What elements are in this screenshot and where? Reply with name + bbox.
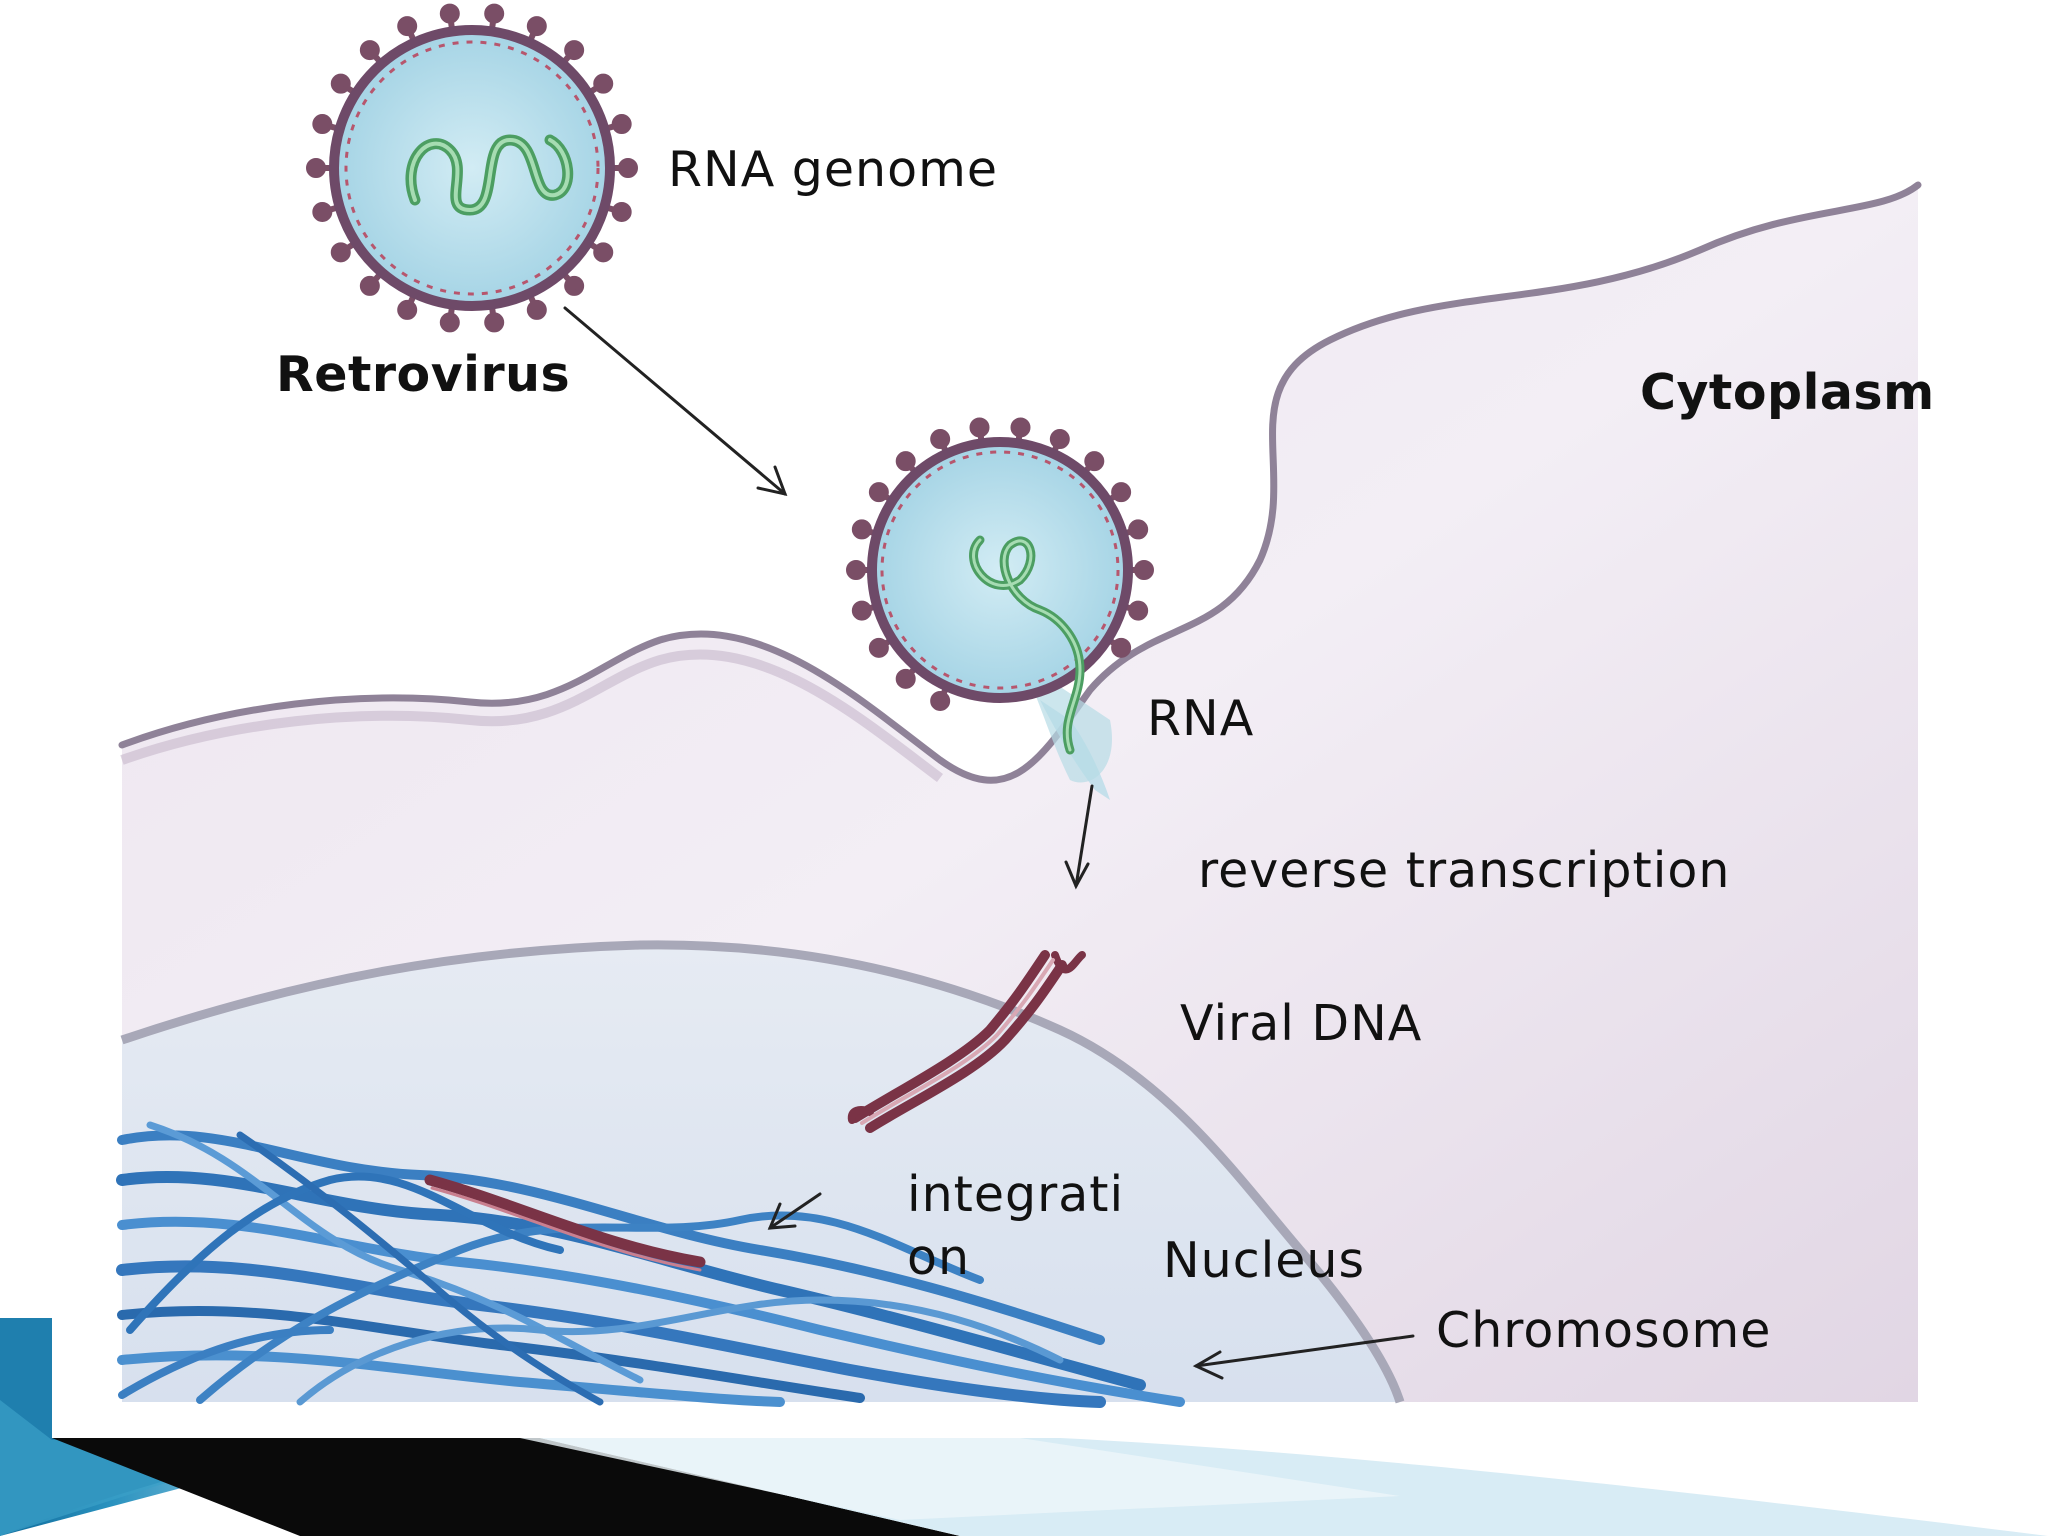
envelope-spike-head: [526, 16, 547, 37]
envelope-spike-head: [359, 275, 380, 296]
nucleus-region: [122, 944, 1400, 1402]
retrovirus-icon: [306, 3, 638, 333]
nucleus-label: Nucleus: [1163, 1232, 1365, 1289]
reverse-transcription-label: reverse transcription: [1198, 842, 1731, 899]
arrow-chromosome-icon: [1192, 1334, 1415, 1380]
arrow-entry-icon: [563, 306, 788, 497]
viral-dna-label: Viral DNA: [1180, 995, 1423, 1052]
envelope-spike-head: [330, 242, 351, 263]
integrated-viral-dna-highlight: [430, 1186, 702, 1272]
envelope-spike-head: [930, 429, 951, 450]
envelope-spike-head: [851, 519, 872, 540]
viral-dna-icon: [847, 950, 1086, 1133]
integration-label-line1: integrati: [907, 1166, 1125, 1223]
envelope-spike-head: [1111, 637, 1132, 658]
envelope-spike-head: [312, 201, 333, 222]
envelope-spike-head: [526, 299, 547, 320]
envelope-spike-head: [611, 201, 632, 222]
envelope-spike-head: [1128, 600, 1149, 621]
integrated-viral-dna: [424, 1174, 706, 1268]
envelope-spike-head: [969, 417, 990, 438]
envelope-spike-head: [312, 114, 333, 135]
envelope-spike-head: [1049, 429, 1070, 450]
envelope-spike-head: [564, 40, 585, 61]
envelope-spike-head: [306, 158, 326, 178]
envelope-spike-head: [895, 668, 916, 689]
envelope-spike-head: [397, 299, 418, 320]
envelope-spike-head: [484, 3, 505, 24]
envelope-spike-head: [1111, 482, 1132, 503]
envelope-spike-head: [895, 451, 916, 472]
envelope-spike-head: [618, 158, 638, 178]
envelope-spike-head: [439, 3, 460, 24]
envelope-spike-head: [1134, 560, 1154, 580]
envelope-spike-head: [851, 600, 872, 621]
nuclear-membrane: [120, 940, 1405, 1404]
chromosome-fibers-icon: [116, 1121, 1185, 1408]
retrovirus-entering-icon: [846, 417, 1154, 800]
cell-membrane-shadow: [120, 649, 944, 782]
cell-membrane: [118, 181, 1922, 784]
envelope-spike-head: [1010, 417, 1031, 438]
envelope-spike-head: [397, 16, 418, 37]
envelope-spike-head: [868, 637, 889, 658]
envelope-spike-head: [1128, 519, 1149, 540]
cytoplasm-label: Cytoplasm: [1640, 364, 1935, 421]
envelope-spike-head: [330, 73, 351, 94]
envelope-spike-head: [484, 312, 505, 333]
integration-label: integrati on: [907, 1163, 1124, 1289]
envelope-spike-head: [868, 482, 889, 503]
rna-genome-label: RNA genome: [668, 141, 998, 198]
envelope-spike-head: [593, 242, 614, 263]
chromosome-label: Chromosome: [1436, 1302, 1772, 1359]
arrow-integration-icon: [767, 1192, 822, 1230]
envelope-spike-head: [564, 275, 585, 296]
envelope-spike-head: [593, 73, 614, 94]
arrow-reverse-transcription-icon: [1064, 784, 1094, 890]
envelope-spike-head: [846, 560, 866, 580]
envelope-spike-head: [1084, 451, 1105, 472]
envelope-spike-head: [359, 40, 380, 61]
integration-label-line2: on: [907, 1229, 971, 1286]
rna-label: RNA: [1147, 690, 1255, 747]
envelope-spike-head: [611, 114, 632, 135]
retrovirus-label: Retrovirus: [276, 346, 571, 403]
slide-accent: [0, 1318, 2048, 1536]
envelope-spike-head: [930, 690, 951, 711]
envelope-spike-head: [439, 312, 460, 333]
